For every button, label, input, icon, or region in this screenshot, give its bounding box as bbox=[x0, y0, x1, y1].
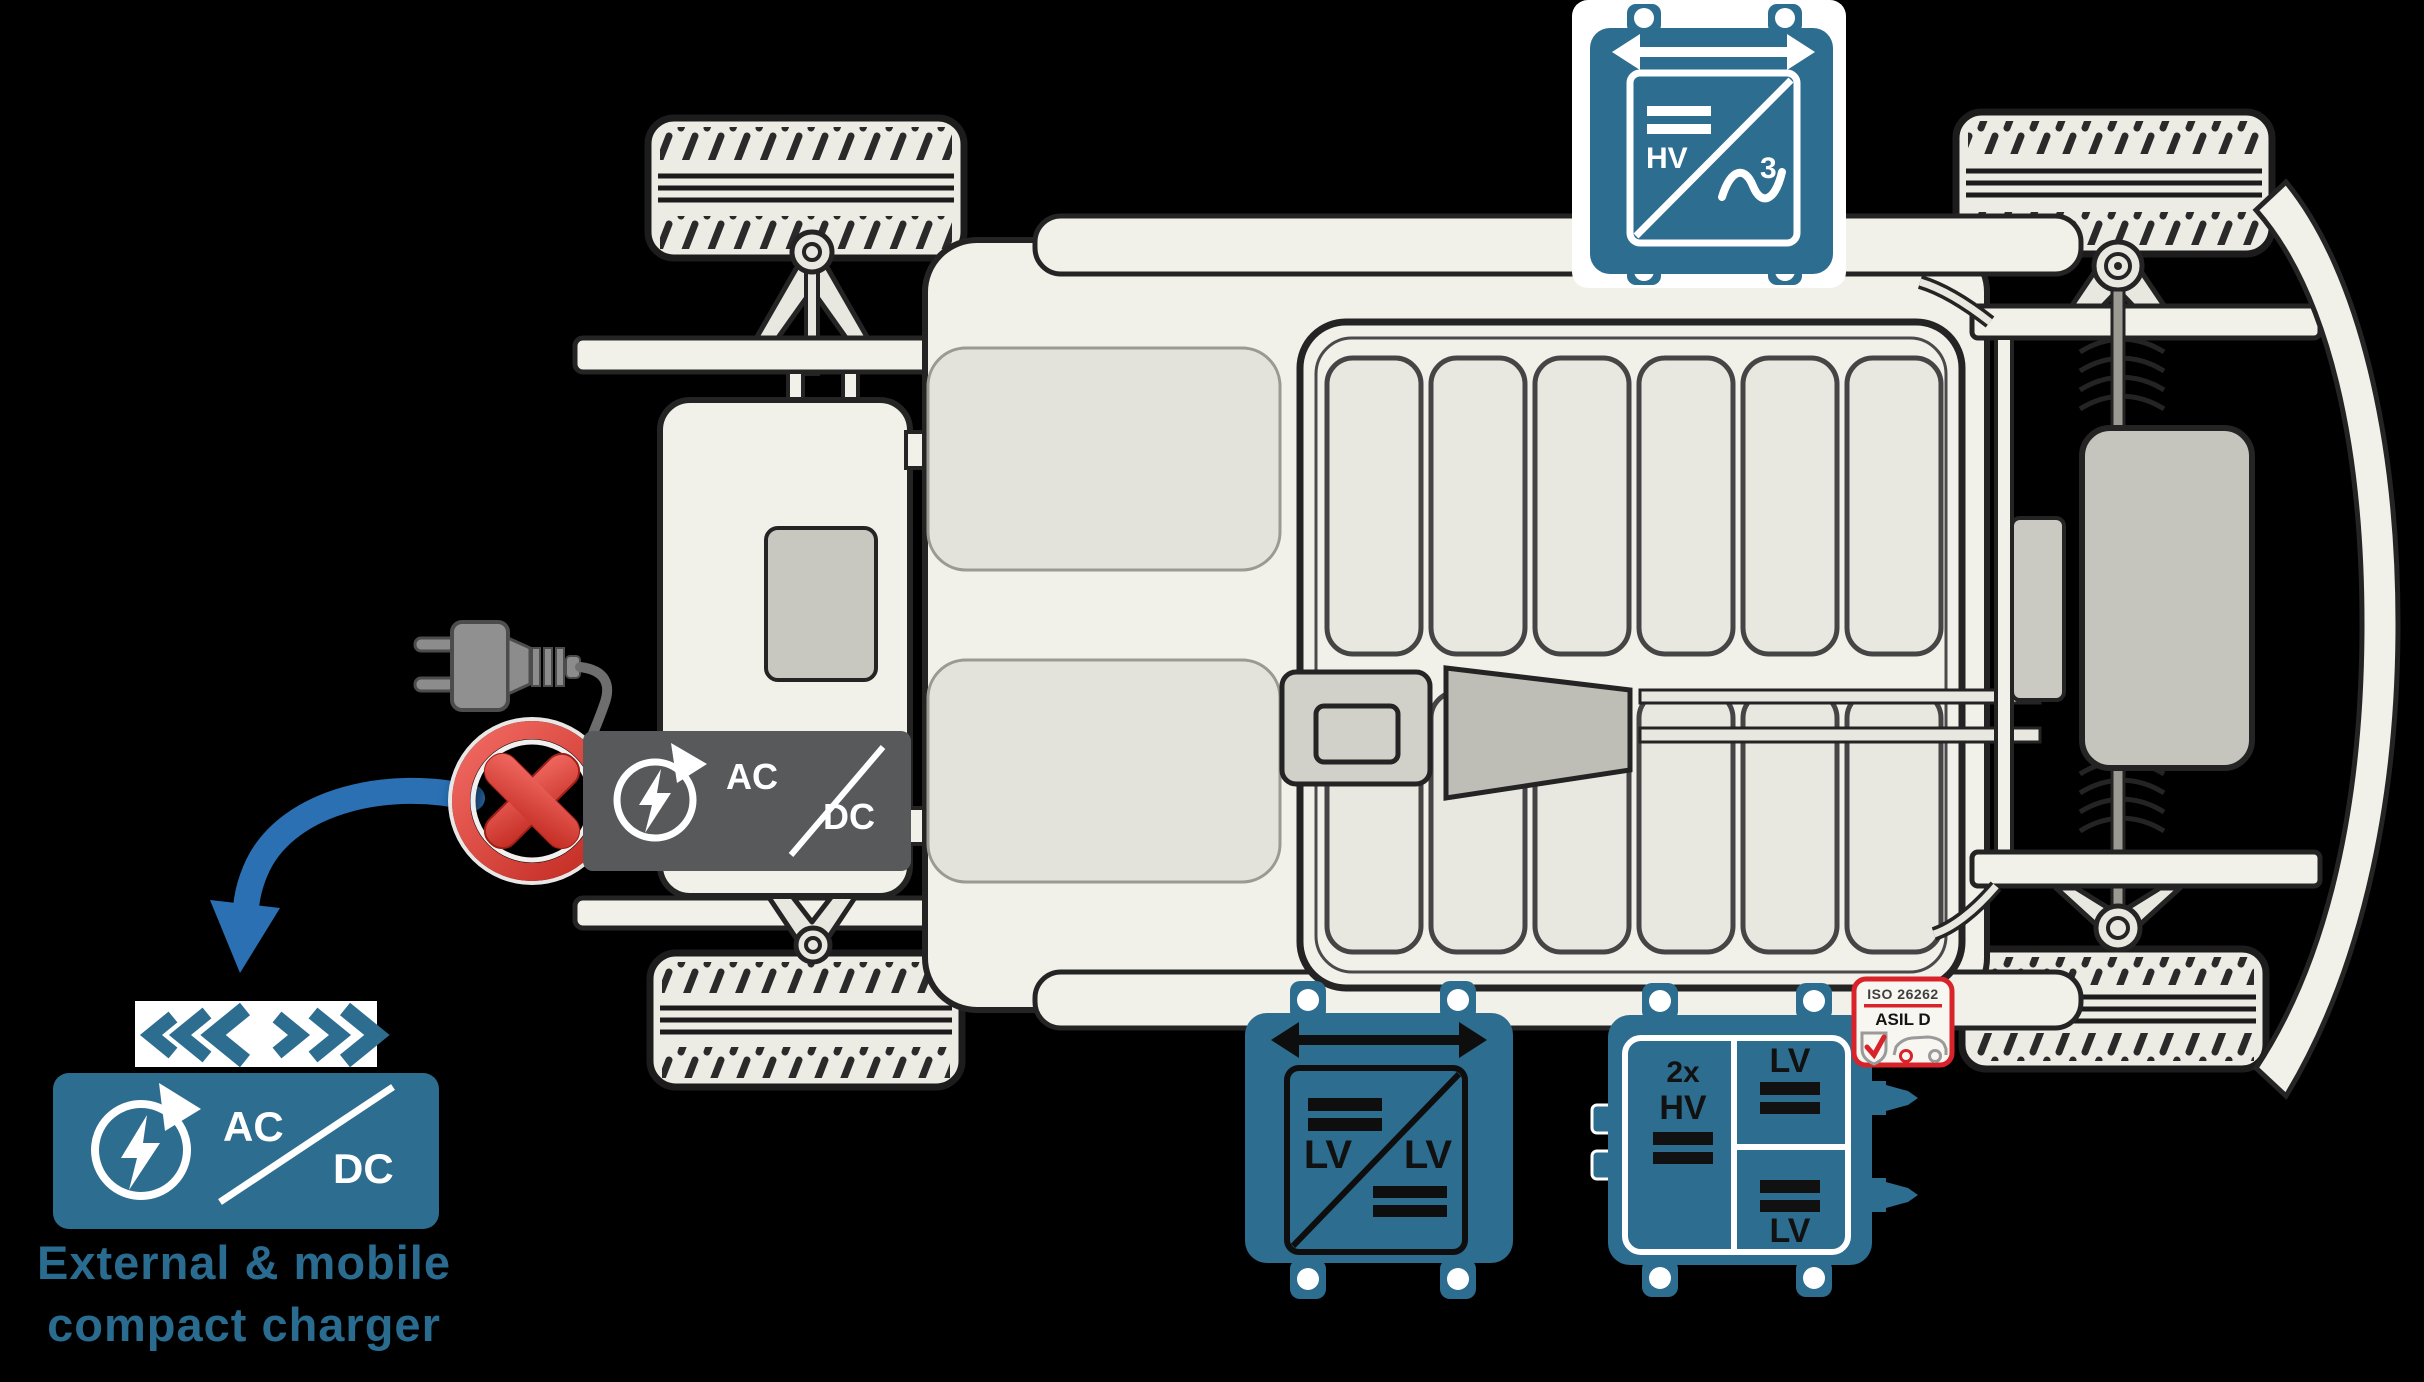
count-label: 2x bbox=[1666, 1056, 1700, 1089]
rear-auxiliary-unit bbox=[2010, 516, 2066, 702]
rear-bumper bbox=[2252, 178, 2401, 1100]
iso-standard-label: ISO 26262 bbox=[1867, 986, 1938, 1002]
chevrons-left-icon bbox=[139, 1002, 251, 1068]
dc-symbol bbox=[1308, 1098, 1382, 1111]
asil-badge: ISO 26262 ASIL D bbox=[1851, 976, 1955, 1068]
shield-check-icon bbox=[1860, 1031, 1888, 1066]
dc-symbol bbox=[1760, 1180, 1820, 1193]
lv-left-label: LV bbox=[1304, 1133, 1352, 1177]
asil-level-label: ASIL D bbox=[1875, 1010, 1930, 1029]
external-charger-box: AC DC bbox=[53, 1073, 439, 1229]
lv-lv-converter-icon: LV LV bbox=[1245, 981, 1513, 1299]
dc-symbol bbox=[1653, 1132, 1713, 1145]
battery-module bbox=[1428, 355, 1528, 657]
ac-sine-icon bbox=[1718, 168, 1786, 203]
rear-drive-unit bbox=[2079, 425, 2255, 771]
caption-line-1: External & mobile bbox=[37, 1236, 451, 1289]
charge-cycle-bolt-icon bbox=[613, 743, 707, 842]
hv-label: HV bbox=[1646, 142, 1688, 175]
ac-label: AC bbox=[223, 1103, 284, 1150]
external-charger-caption: External & mobile compact charger bbox=[4, 1232, 484, 1356]
lv-bottom-label: LV bbox=[1770, 1212, 1811, 1250]
centre-tunnel bbox=[1279, 665, 2042, 801]
battery-module bbox=[1740, 355, 1840, 657]
charge-cycle-bolt-icon bbox=[91, 1083, 201, 1200]
rear-subframe bbox=[1917, 178, 2401, 1100]
dc-label: DC bbox=[823, 796, 875, 837]
lv-right-label: LV bbox=[1404, 1133, 1452, 1177]
onboard-charger-box: AC DC bbox=[583, 731, 911, 871]
hv-inverter-icon: HV 3 bbox=[1572, 0, 1846, 288]
power-plug-icon bbox=[413, 620, 613, 757]
seat-panel-left-front bbox=[926, 346, 1282, 572]
dc-label: DC bbox=[333, 1145, 394, 1192]
bidirectional-arrow-icon bbox=[1271, 1022, 1487, 1058]
blue-arrow bbox=[210, 777, 485, 973]
tire-front-left bbox=[644, 114, 968, 262]
distance-chevrons bbox=[135, 1001, 390, 1068]
chevrons-right-icon bbox=[272, 1002, 390, 1068]
car-icon bbox=[1892, 1035, 1948, 1063]
ac-label: AC bbox=[726, 756, 778, 797]
seat-panel-left-rear bbox=[926, 658, 1282, 884]
phase-count-label: 3 bbox=[1760, 152, 1777, 185]
lv-top-label: LV bbox=[1770, 1042, 1811, 1080]
bidirectional-arrow-icon bbox=[1612, 34, 1815, 70]
battery-module bbox=[1532, 355, 1632, 657]
lv-connector-right bbox=[1870, 1081, 1918, 1212]
front-left-suspension bbox=[572, 229, 940, 404]
rocker-sill-top bbox=[1032, 213, 2084, 277]
dc-symbol bbox=[1760, 1082, 1820, 1095]
battery-module bbox=[1844, 355, 1944, 657]
hv-label: HV bbox=[1659, 1089, 1707, 1127]
dc-symbol bbox=[1373, 1186, 1447, 1198]
dc-symbol bbox=[1647, 106, 1711, 116]
caption-line-2: compact charger bbox=[47, 1298, 441, 1351]
hv-lv-converter-icon: 2x HV LV LV bbox=[1590, 983, 1918, 1297]
battery-module bbox=[1324, 355, 1424, 657]
tire-rear-left bbox=[646, 949, 966, 1091]
battery-module bbox=[1636, 355, 1736, 657]
